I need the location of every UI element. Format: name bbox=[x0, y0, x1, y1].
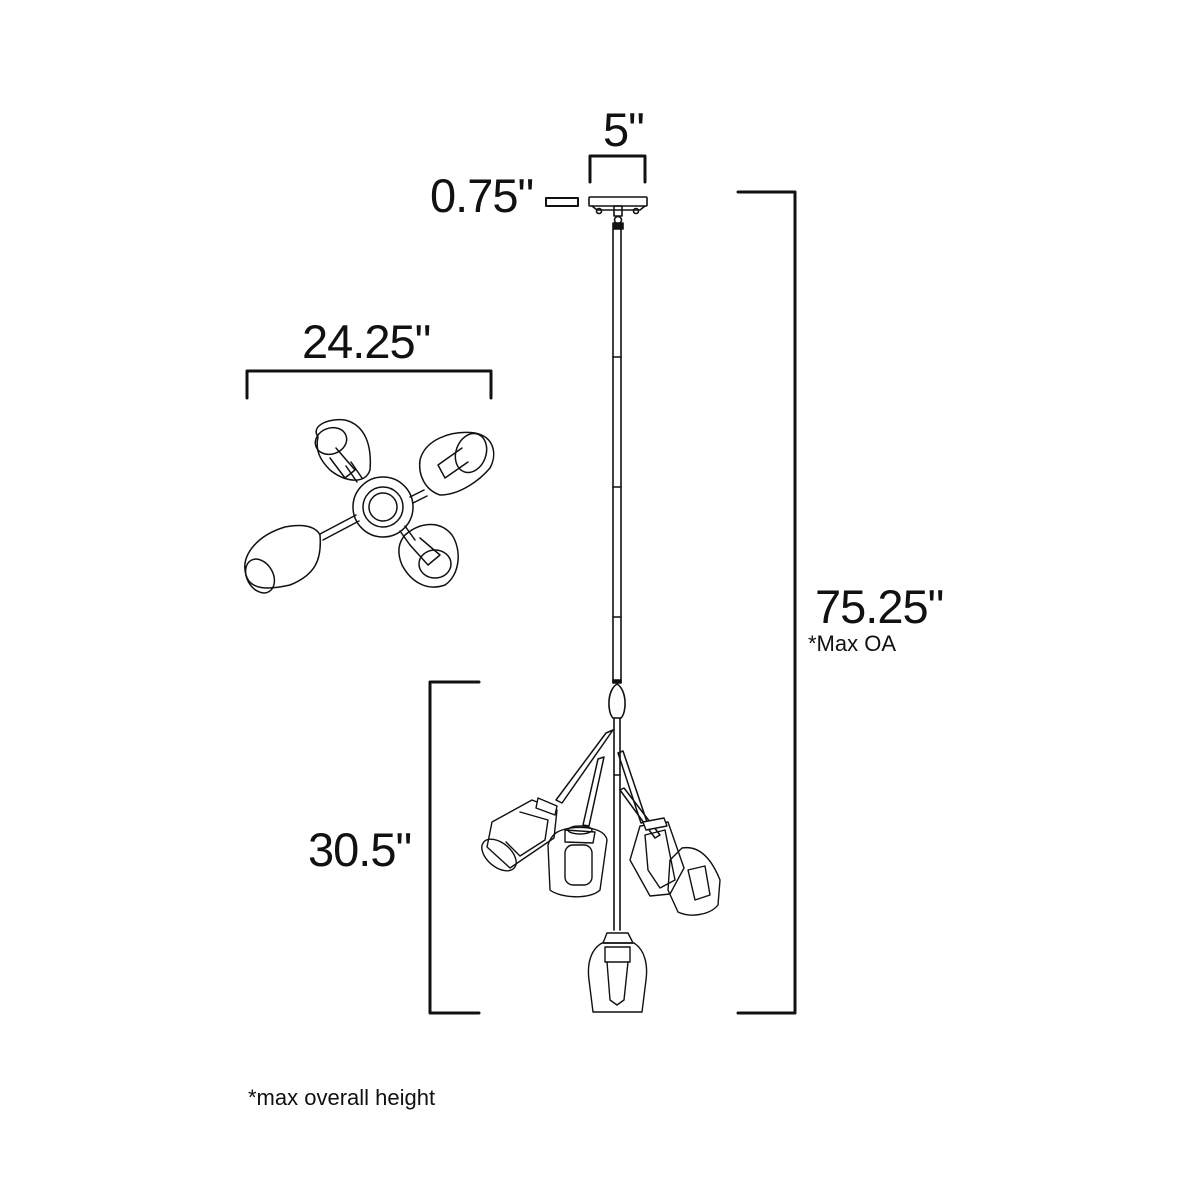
shade-center-right bbox=[629, 817, 685, 897]
canopy-width-label: 5" bbox=[603, 103, 645, 156]
overall-height-note: *Max OA bbox=[808, 631, 897, 656]
downrod bbox=[608, 228, 626, 931]
shade-bottom bbox=[587, 932, 648, 1013]
canopy-height-indicator bbox=[545, 197, 579, 207]
fixture-width-bracket bbox=[245, 369, 493, 400]
footnote: *max overall height bbox=[248, 1085, 436, 1110]
body-height-bracket bbox=[428, 680, 481, 1015]
body-height-label: 30.5" bbox=[308, 823, 412, 876]
fixture-width-label: 24.25" bbox=[302, 315, 431, 368]
canopy bbox=[588, 196, 648, 230]
shade-right bbox=[667, 846, 721, 916]
shade-left bbox=[481, 797, 558, 872]
shade-center-left bbox=[547, 825, 608, 898]
canopy-height-label: 0.75" bbox=[430, 169, 534, 222]
top-view-drawing bbox=[244, 418, 495, 594]
canopy-width-bracket bbox=[588, 154, 647, 184]
overall-height-bracket bbox=[736, 190, 797, 1015]
overall-height-label: 75.25" bbox=[815, 580, 944, 633]
